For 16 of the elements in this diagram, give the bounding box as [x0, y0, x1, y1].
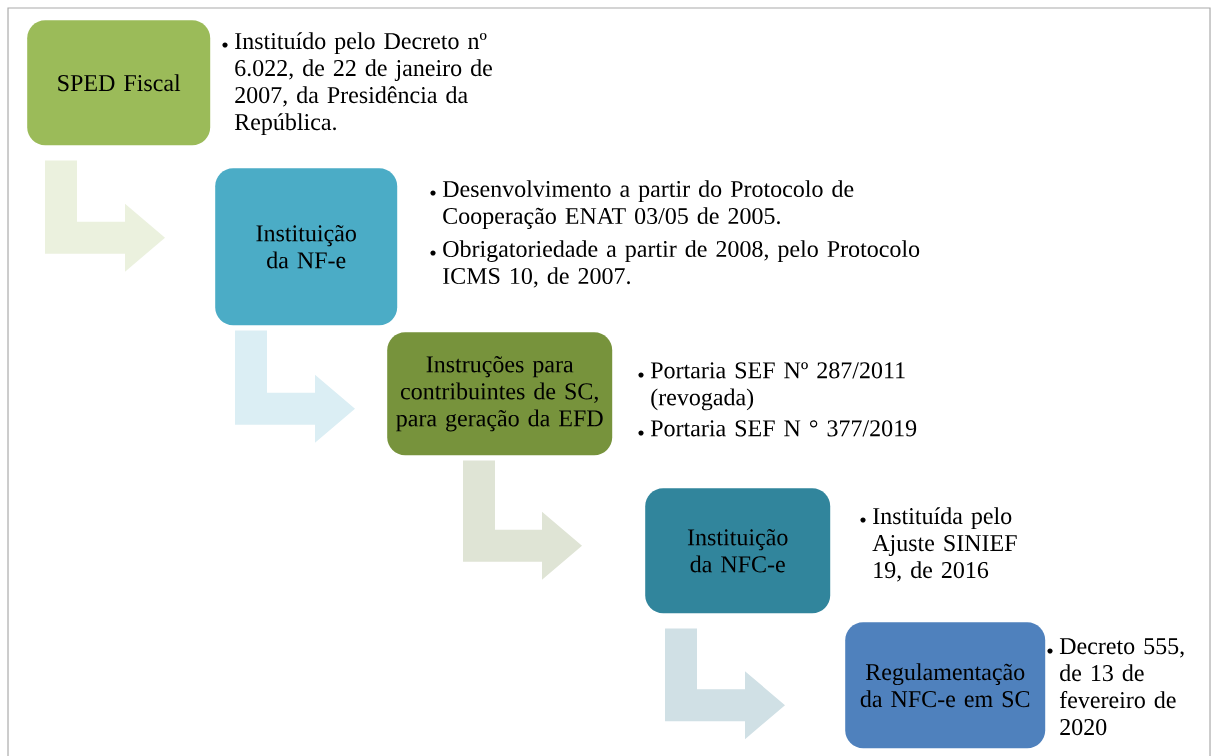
bullet-text: Decreto 555, de 13 de fevereiro de 2020 [1059, 638, 1184, 736]
bullet-text: Desenvolvimento a partir do Protocolo de Cooperação ENAT 03/05 de 2005. [442, 180, 854, 229]
bent-arrow [235, 330, 355, 443]
process-box: Regulamentação da NFC-e em SC [845, 622, 1046, 749]
bullet-text: Instituída pelo Ajuste SINIEF 19, de 2016 [872, 507, 1017, 582]
bullet-text: Obrigatoriedade a partir de 2008, pelo Protocolo ICMS 10, de 2007. [443, 240, 920, 288]
bullet-text: Instituído pelo Decreto nº 6.022, de 22 de janeiro de 2007, da Presidência da República. [234, 32, 492, 135]
process-box: Instruções para contribuintes de SC, para geração da EFD [387, 332, 613, 456]
bullet-text: Portaria SEF N ° 377/2019 [650, 420, 917, 437]
bent-arrow [665, 628, 785, 740]
bent-arrow [463, 460, 582, 580]
process-box: Instituição da NFC-e [645, 488, 831, 614]
bullet-text: Portaria SEF Nº 287/2011 (revogada) [650, 362, 905, 411]
process-box: Instituição da NF-e [215, 168, 398, 326]
bent-arrow [45, 160, 165, 272]
process-box: SPED Fiscal [27, 20, 211, 146]
